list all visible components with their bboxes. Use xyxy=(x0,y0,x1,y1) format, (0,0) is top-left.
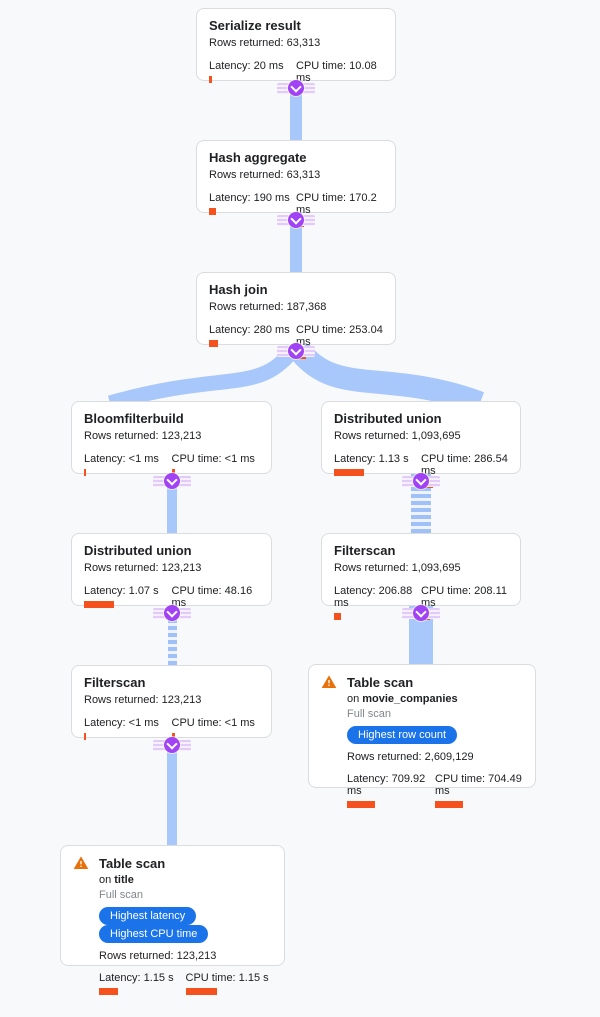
chevron-down-icon xyxy=(166,473,178,486)
badge-highest-latency: Highest latency xyxy=(99,907,197,925)
latency-label: Latency: 1.13 s xyxy=(334,453,409,465)
on-prefix: on xyxy=(347,693,360,705)
edge-distributedunion-to-filterscan-left xyxy=(168,605,177,665)
chevron-down-icon xyxy=(166,605,178,618)
cpu-time-label: CPU time: 170.2 ms xyxy=(296,192,377,216)
latency-bar xyxy=(334,613,341,620)
chevron-down-icon xyxy=(290,343,302,356)
node-collapse-toggle-bloomfilterbuild[interactable] xyxy=(164,473,180,489)
plan-node-distributed-union-left[interactable]: Distributed union Rows returned: 123,213… xyxy=(71,533,272,620)
rows-returned: Rows returned: 1,093,695 xyxy=(334,430,461,442)
cpu-time-label: CPU time: 253.04 ms xyxy=(296,324,383,348)
chevron-down-icon xyxy=(415,605,427,618)
plan-node-serialize-result[interactable]: Serialize result Rows returned: 63,313 L… xyxy=(196,8,396,95)
plan-node-bloomfilterbuild[interactable]: Bloomfilterbuild Rows returned: 123,213 … xyxy=(71,401,272,476)
rows-returned: Rows returned: 2,609,129 xyxy=(347,751,474,763)
node-collapse-toggle-filterscan-right[interactable] xyxy=(413,605,429,621)
table-name: movie_companies xyxy=(362,693,458,705)
latency-bar xyxy=(209,340,218,347)
latency-bar xyxy=(84,601,114,608)
node-collapse-toggle-distributedunion-left[interactable] xyxy=(164,605,180,621)
node-collapse-toggle-hashaggregate[interactable] xyxy=(288,212,304,228)
edge-hashjoin-to-distributedunion xyxy=(289,342,485,410)
node-title: Bloomfilterbuild xyxy=(84,411,184,426)
node-title: Table scan xyxy=(347,674,414,690)
chevron-down-icon xyxy=(166,737,178,750)
node-title: Distributed union xyxy=(84,543,192,558)
node-title: Filterscan xyxy=(84,675,146,690)
warning-icon xyxy=(73,856,89,869)
latency-bar xyxy=(209,76,212,83)
cpu-time-label: CPU time: 48.16 ms xyxy=(171,585,253,609)
rows-returned: Rows returned: 123,213 xyxy=(99,950,217,962)
rows-returned: Rows returned: 187,368 xyxy=(209,301,327,313)
rows-returned: Rows returned: 123,213 xyxy=(84,694,202,706)
table-name: title xyxy=(114,874,134,886)
cpu-time-bar xyxy=(171,733,175,740)
on-prefix: on xyxy=(99,874,112,886)
node-collapse-toggle-filterscan-left[interactable] xyxy=(164,737,180,753)
latency-bar xyxy=(347,801,375,808)
latency-label: Latency: 20 ms xyxy=(209,60,284,72)
rows-returned: Rows returned: 63,313 xyxy=(209,37,321,49)
latency-label: Latency: 206.88 ms xyxy=(334,585,413,609)
edge-hashjoin-to-bloomfilterbuild xyxy=(107,345,299,410)
latency-bar xyxy=(209,208,216,215)
node-title: Hash join xyxy=(209,282,268,297)
chevron-down-icon xyxy=(290,212,302,225)
latency-bar xyxy=(334,469,364,476)
edge-bloomfilterbuild-to-distributedunion xyxy=(167,473,177,533)
latency-label: Latency: 709.92 ms xyxy=(347,773,426,797)
latency-label: Latency: <1 ms xyxy=(84,453,159,465)
latency-bar xyxy=(84,469,86,476)
latency-label: Latency: 1.07 s xyxy=(84,585,159,597)
latency-label: Latency: <1 ms xyxy=(84,717,159,729)
cpu-time-bar xyxy=(435,801,463,808)
plan-node-filterscan-right[interactable]: Filterscan Rows returned: 1,093,695 Late… xyxy=(321,533,521,620)
scan-type: Full scan xyxy=(347,708,392,720)
cpu-time-bar xyxy=(185,988,217,995)
cpu-time-label: CPU time: 1.15 s xyxy=(185,972,269,984)
badge-highest-cpu-time: Highest CPU time xyxy=(99,925,209,943)
node-collapse-toggle-serialize[interactable] xyxy=(288,80,304,96)
plan-node-hash-aggregate[interactable]: Hash aggregate Rows returned: 63,313 Lat… xyxy=(196,140,396,227)
node-title: Distributed union xyxy=(334,411,442,426)
latency-label: Latency: 1.15 s xyxy=(99,972,174,984)
cpu-time-label: CPU time: 208.11 ms xyxy=(421,585,508,609)
cpu-time-label: CPU time: <1 ms xyxy=(171,717,255,729)
rows-returned: Rows returned: 1,093,695 xyxy=(334,562,461,574)
edge-filterscan-to-tablescan-left xyxy=(167,737,177,845)
cpu-time-label: CPU time: <1 ms xyxy=(171,453,255,465)
node-title: Serialize result xyxy=(209,18,301,33)
latency-label: Latency: 190 ms xyxy=(209,192,290,204)
latency-bar xyxy=(99,988,118,995)
node-title: Filterscan xyxy=(334,543,396,558)
node-title: Hash aggregate xyxy=(209,150,307,165)
rows-returned: Rows returned: 123,213 xyxy=(84,562,202,574)
chevron-down-icon xyxy=(290,80,302,93)
scan-type: Full scan xyxy=(99,889,144,901)
node-collapse-toggle-hashjoin[interactable] xyxy=(288,343,304,359)
plan-node-distributed-union-right[interactable]: Distributed union Rows returned: 1,093,6… xyxy=(321,401,521,488)
rows-returned: Rows returned: 123,213 xyxy=(84,430,202,442)
cpu-time-label: CPU time: 704.49 ms xyxy=(435,773,522,797)
plan-node-filterscan-left[interactable]: Filterscan Rows returned: 123,213 Latenc… xyxy=(71,665,272,740)
cpu-time-label: CPU time: 286.54 ms xyxy=(421,453,508,477)
node-title: Table scan xyxy=(99,855,166,871)
node-collapse-toggle-distributedunion-right[interactable] xyxy=(413,473,429,489)
cpu-time-label: CPU time: 10.08 ms xyxy=(296,60,377,84)
cpu-time-bar xyxy=(171,469,175,476)
latency-label: Latency: 280 ms xyxy=(209,324,290,336)
edge-fan-hash-join xyxy=(107,342,485,410)
edge-distributedunion-to-filterscan-right xyxy=(411,473,431,533)
latency-bar xyxy=(84,733,86,740)
rows-returned: Rows returned: 63,313 xyxy=(209,169,321,181)
badge-highest-row-count: Highest row count xyxy=(347,726,458,744)
warning-icon xyxy=(321,675,337,688)
plan-node-hash-join[interactable]: Hash join Rows returned: 187,368 Latency… xyxy=(196,272,396,359)
chevron-down-icon xyxy=(415,473,427,486)
